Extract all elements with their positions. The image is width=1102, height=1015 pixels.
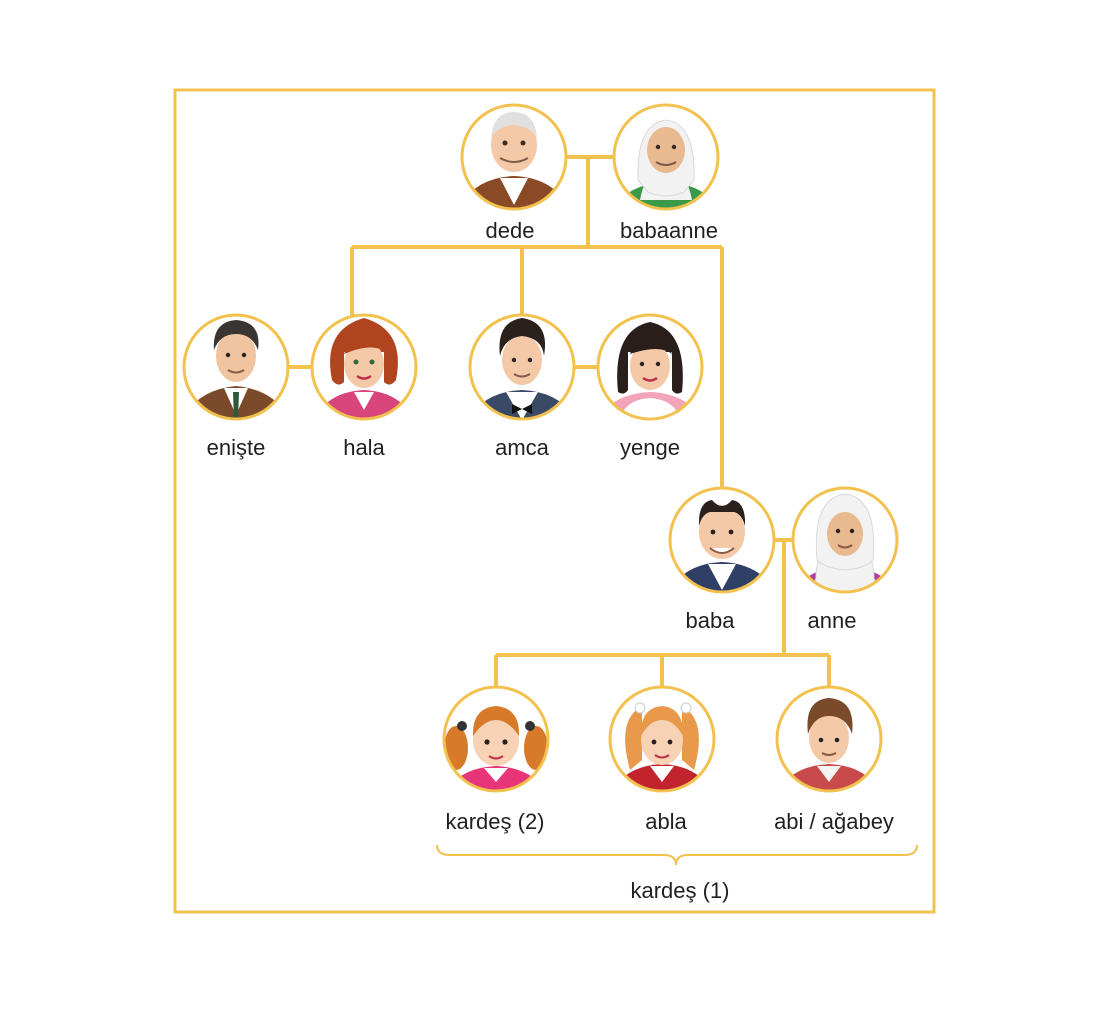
- mother-portrait-icon: [793, 493, 897, 592]
- siblings-brace-label: kardeş (1): [630, 878, 729, 903]
- eniste-node: enişte: [182, 313, 290, 460]
- abi-node: abi / ağabey: [774, 685, 894, 834]
- yenge-node: yenge: [596, 313, 704, 460]
- anne-label: anne: [808, 608, 857, 633]
- babaanne-node: babaanne: [612, 103, 720, 243]
- eniste-label: enişte: [207, 435, 266, 460]
- kardes2-node: kardeş (2): [442, 685, 550, 834]
- yenge-label: yenge: [620, 435, 680, 460]
- siblings-brace: [436, 844, 918, 866]
- connector-lines: [288, 155, 831, 687]
- abla-label: abla: [645, 809, 687, 834]
- babaanne-label: babaanne: [620, 218, 718, 243]
- anne-node: anne: [791, 486, 899, 633]
- baba-label: baba: [686, 608, 736, 633]
- abi-label: abi / ağabey: [774, 809, 894, 834]
- abla-node: abla: [608, 685, 716, 834]
- amca-label: amca: [495, 435, 550, 460]
- dede-label: dede: [486, 218, 535, 243]
- amca-node: amca: [468, 313, 576, 460]
- dede-node: dede: [460, 103, 568, 243]
- frame-border: [173, 88, 936, 914]
- kardes2-label: kardeş (2): [445, 809, 544, 834]
- hala-node: hala: [310, 313, 418, 460]
- hala-label: hala: [343, 435, 385, 460]
- baba-node: baba: [668, 486, 776, 633]
